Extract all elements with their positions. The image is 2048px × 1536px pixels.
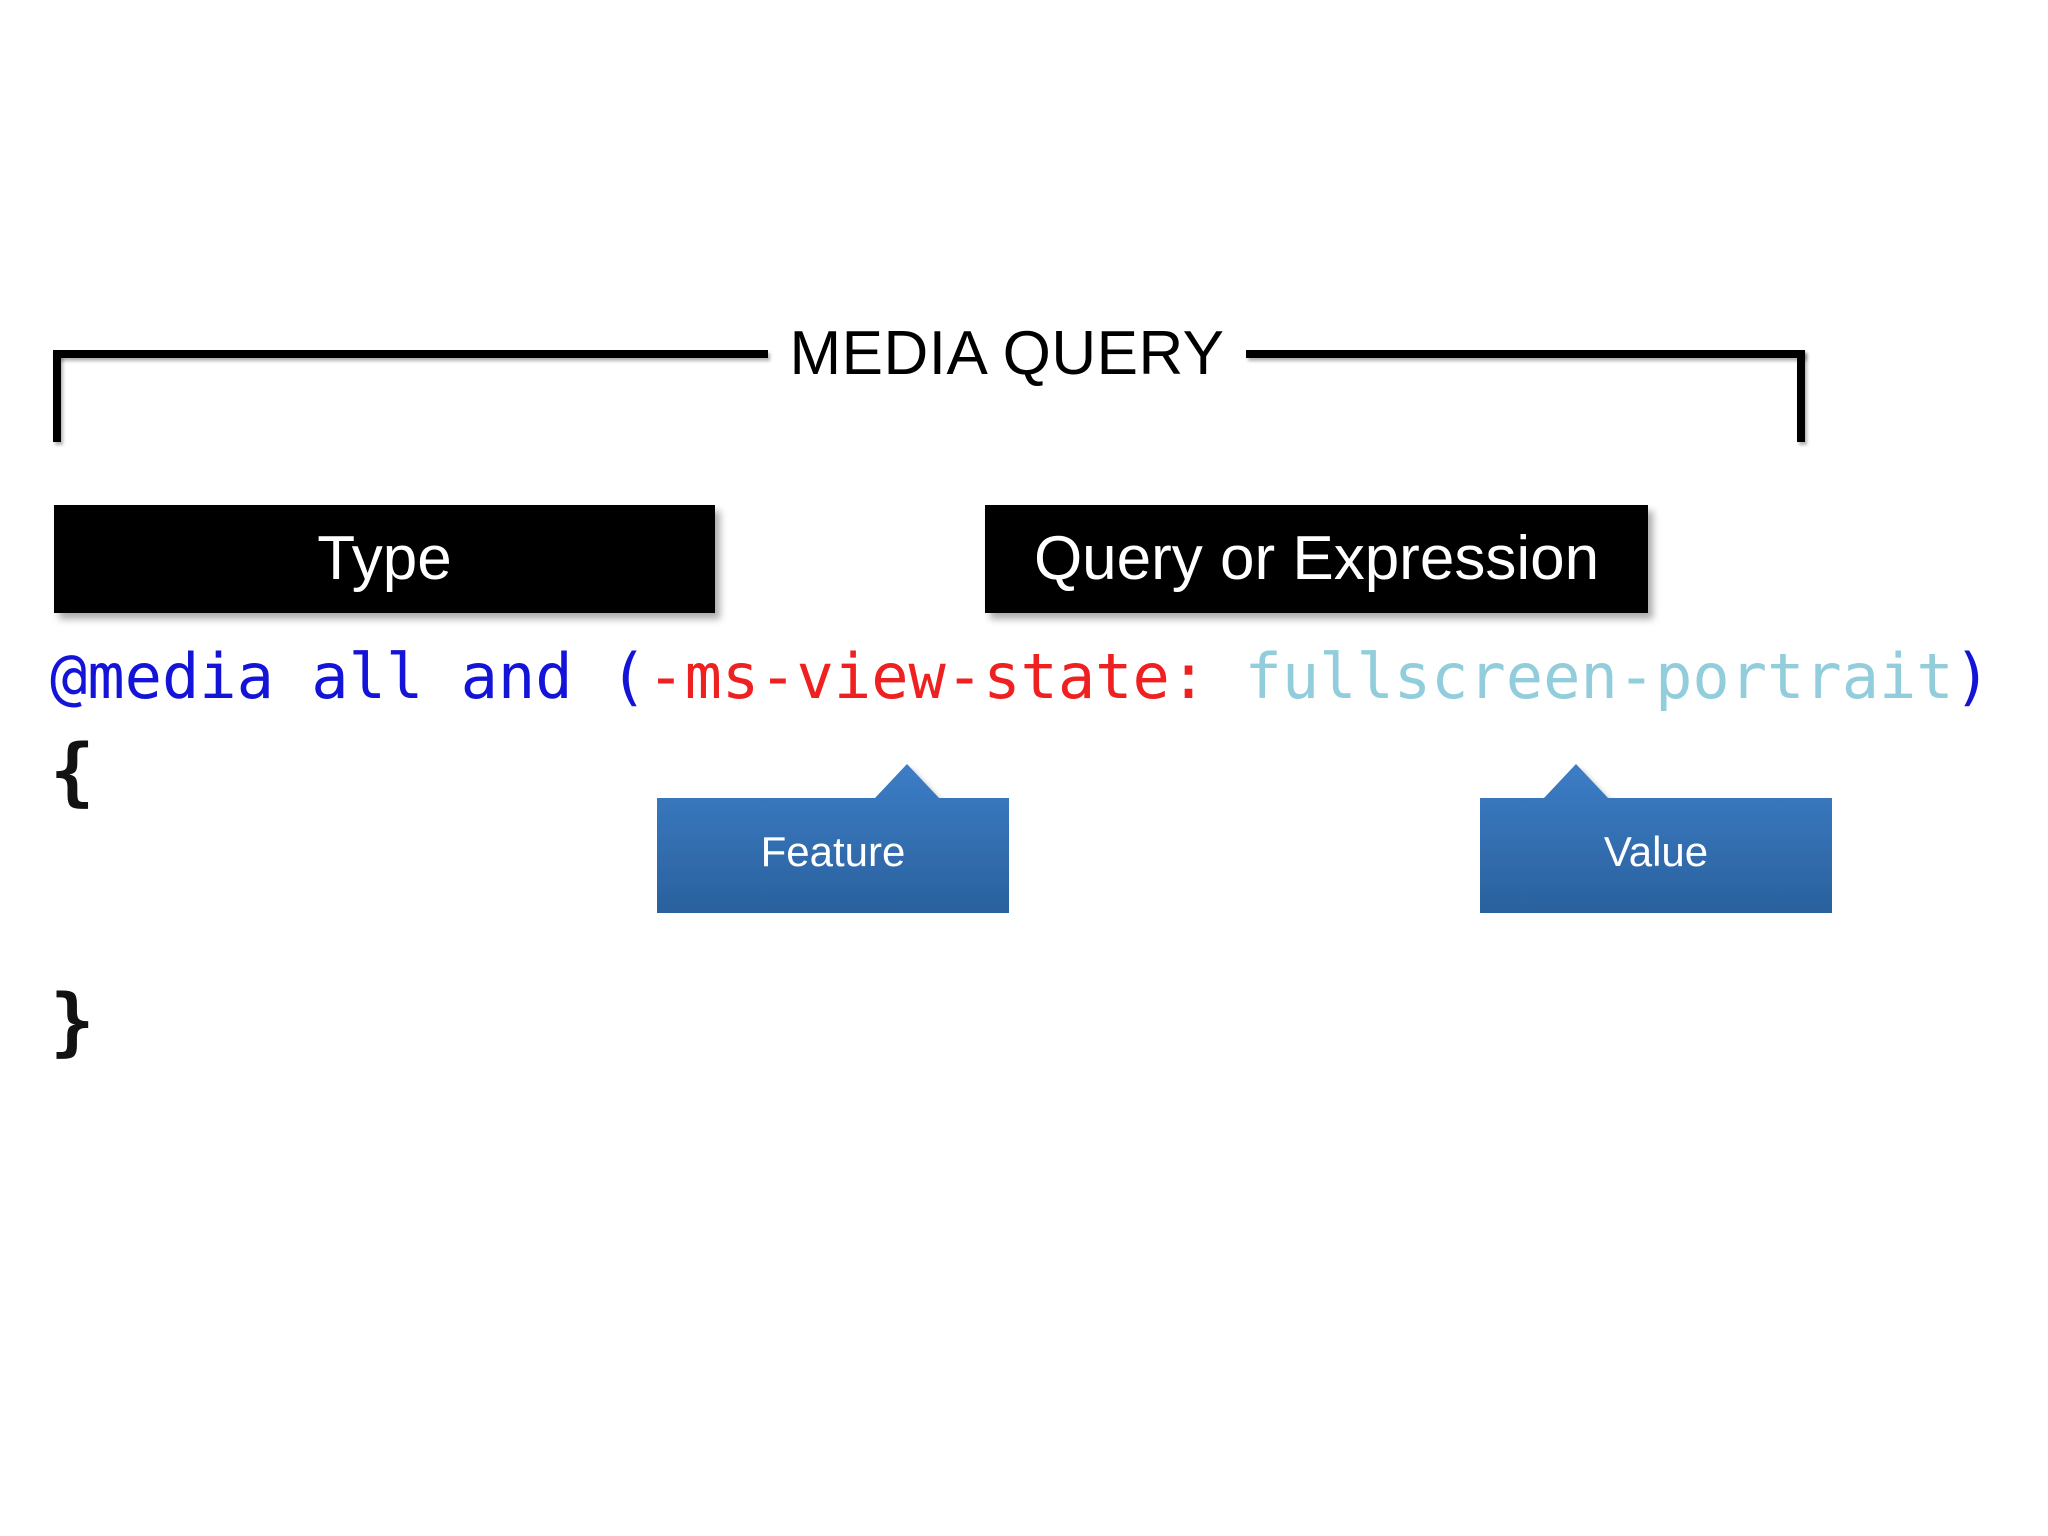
label-box-type-text: Type	[317, 524, 452, 593]
code-brace-close: }	[50, 979, 95, 1065]
label-box-query-text: Query or Expression	[1033, 524, 1600, 593]
code-brace-open: {	[50, 729, 95, 815]
label-box-type: Type	[54, 505, 715, 613]
bracket-title: MEDIA QUERY	[789, 319, 1225, 388]
bracket-left-tick	[53, 350, 61, 442]
code-token-at-rule: @media	[50, 640, 274, 713]
label-box-query-or-expression: Query or Expression	[985, 505, 1648, 613]
code-token-media-type: all	[273, 640, 424, 713]
code-token-paren-close: )	[1953, 640, 1992, 713]
bracket-left-line	[53, 350, 768, 358]
code-token-paren-open: (	[609, 640, 648, 713]
code-token-value: fullscreen-portrait	[1244, 640, 1954, 713]
callout-value: Value	[1480, 763, 1832, 913]
callout-feature-shape	[657, 764, 1009, 913]
css-media-query-code: @media all and (-ms-view-state: fullscre…	[50, 640, 1991, 714]
code-token-and: and	[423, 640, 610, 713]
code-token-feature: -ms-view-state	[647, 640, 1170, 713]
code-token-colon: :	[1169, 640, 1245, 713]
bracket-right-tick	[1797, 350, 1805, 442]
callout-value-shape	[1480, 764, 1832, 913]
bracket-right-line	[1246, 350, 1805, 358]
callout-feature: Feature	[657, 763, 1009, 913]
media-query-bracket: MEDIA QUERY	[53, 319, 1805, 442]
